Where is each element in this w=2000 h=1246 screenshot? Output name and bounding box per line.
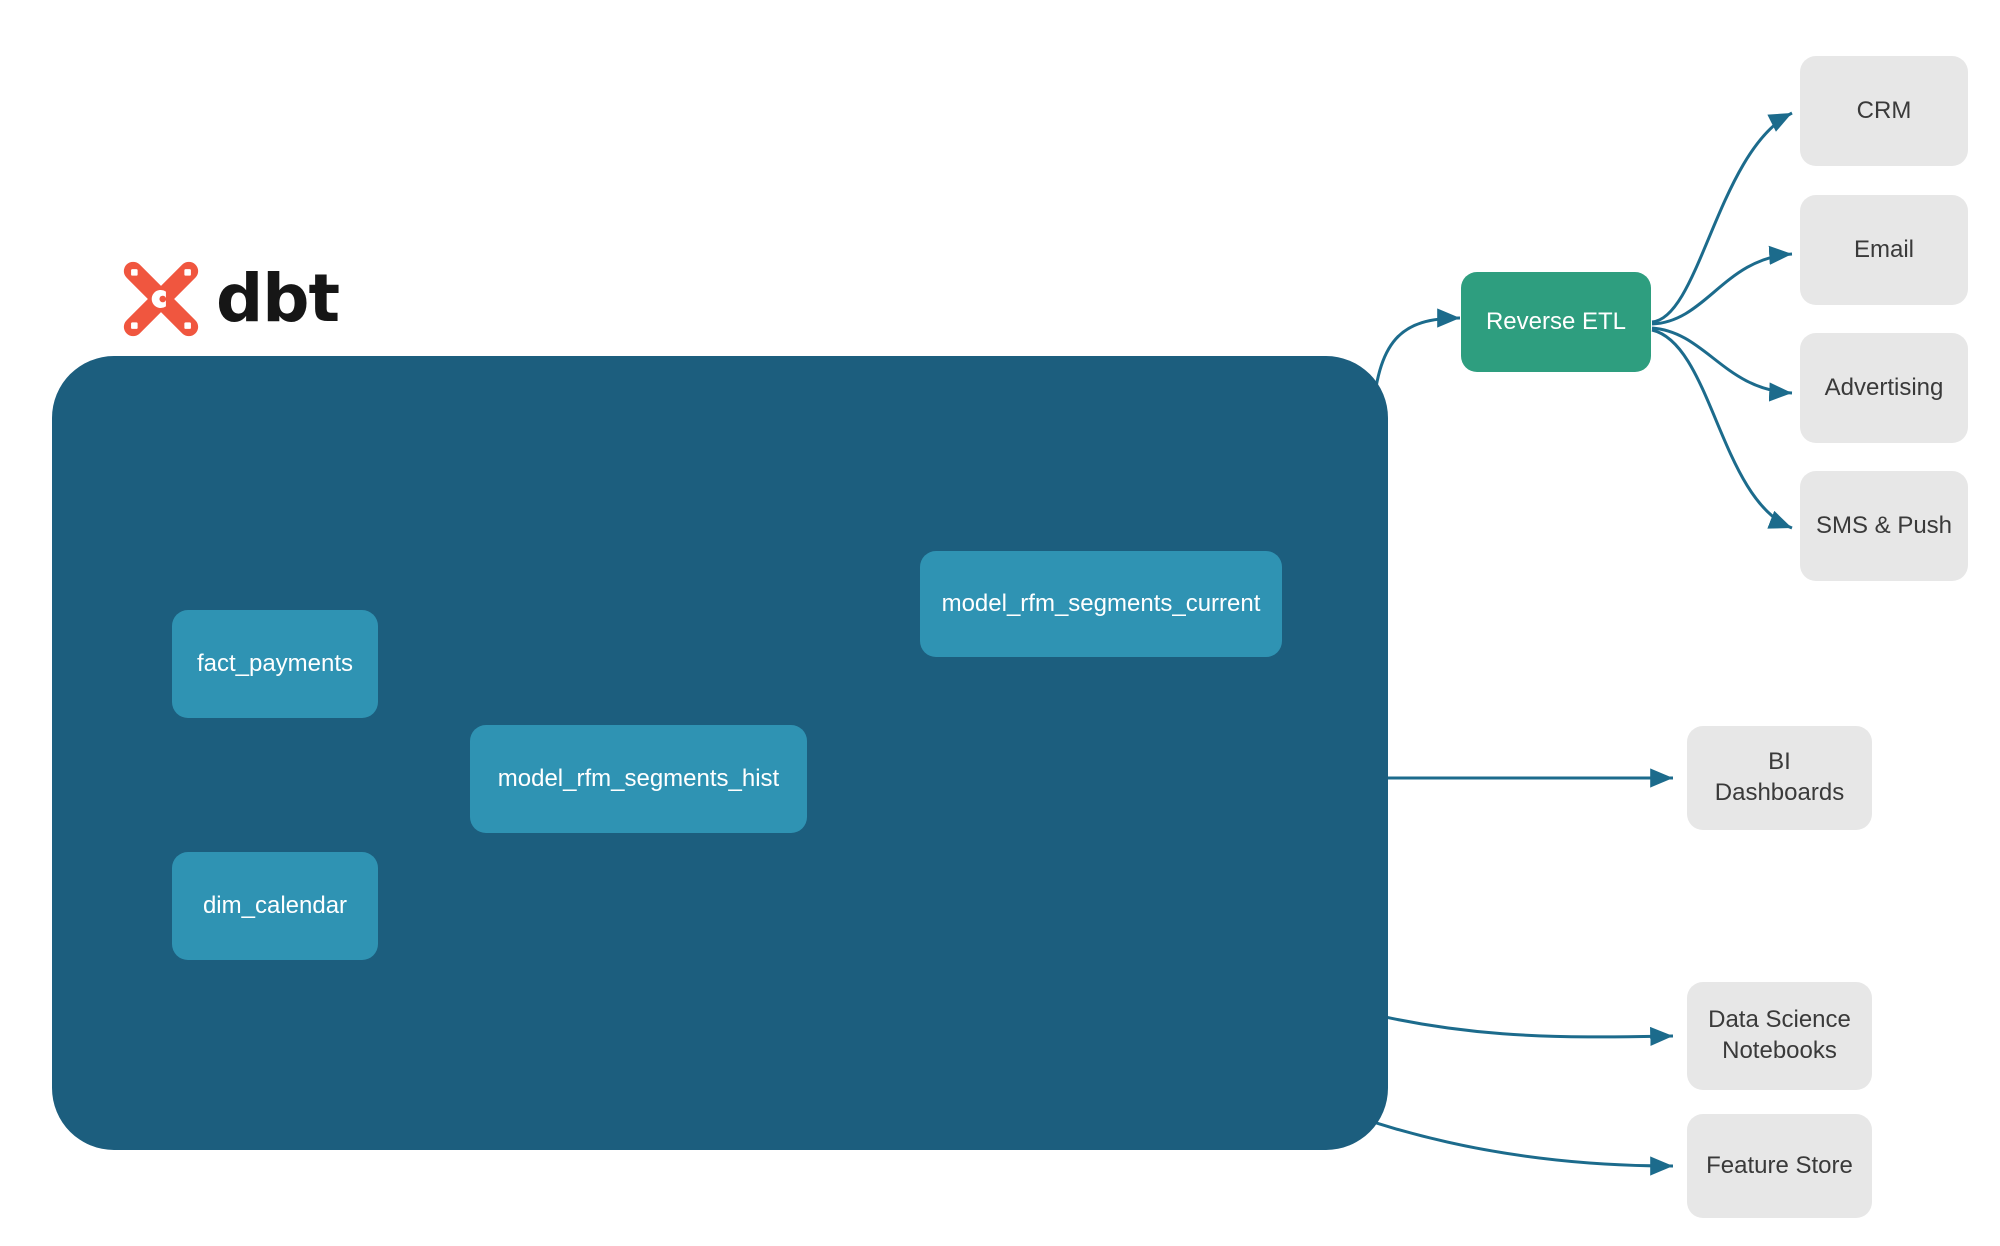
node-crm[interactable]: CRM — [1800, 56, 1968, 166]
node-label: Reverse ETL — [1485, 308, 1627, 335]
node-label: fact_payments — [196, 650, 354, 677]
dbt-x-mark-icon — [123, 261, 199, 337]
node-label: dim_calendar — [202, 892, 348, 919]
dbt-wordmark: dbt — [216, 260, 340, 337]
node-label: SMS & Push — [1815, 511, 1953, 539]
node-label: BI Dashboards — [1714, 748, 1845, 806]
node-label: Email — [1853, 235, 1914, 263]
node-sms-push[interactable]: SMS & Push — [1800, 471, 1968, 581]
edge-reverse-etl-to-crm — [1651, 111, 1793, 324]
node-model-rfm-segments-current[interactable]: model_rfm_segments_current — [920, 551, 1282, 657]
node-email[interactable]: Email — [1800, 195, 1968, 305]
node-label: Data Science Notebooks — [1708, 1006, 1851, 1064]
node-data-science-notebooks[interactable]: Data Science Notebooks — [1687, 982, 1872, 1090]
node-label: Feature Store — [1706, 1151, 1853, 1179]
node-bi-dashboards[interactable]: BI Dashboards — [1687, 726, 1872, 830]
node-feature-store[interactable]: Feature Store — [1687, 1114, 1872, 1218]
node-label: model_rfm_segments_current — [941, 590, 1261, 617]
node-advertising[interactable]: Advertising — [1800, 333, 1968, 443]
edge-reverse-etl-to-email — [1651, 245, 1793, 326]
dbt-logo: dbt — [120, 258, 340, 340]
node-label: Advertising — [1824, 373, 1944, 401]
node-dim-calendar[interactable]: dim_calendar — [172, 852, 378, 960]
node-fact-payments[interactable]: fact_payments — [172, 610, 378, 718]
node-model-rfm-segments-hist[interactable]: model_rfm_segments_hist — [470, 725, 807, 833]
edge-reverse-etl-to-sms-push — [1651, 328, 1793, 530]
edge-reverse-etl-to-advertising — [1651, 326, 1793, 402]
node-reverse-etl[interactable]: Reverse ETL — [1461, 272, 1651, 372]
node-label: model_rfm_segments_hist — [497, 765, 780, 792]
node-label: CRM — [1856, 96, 1912, 124]
